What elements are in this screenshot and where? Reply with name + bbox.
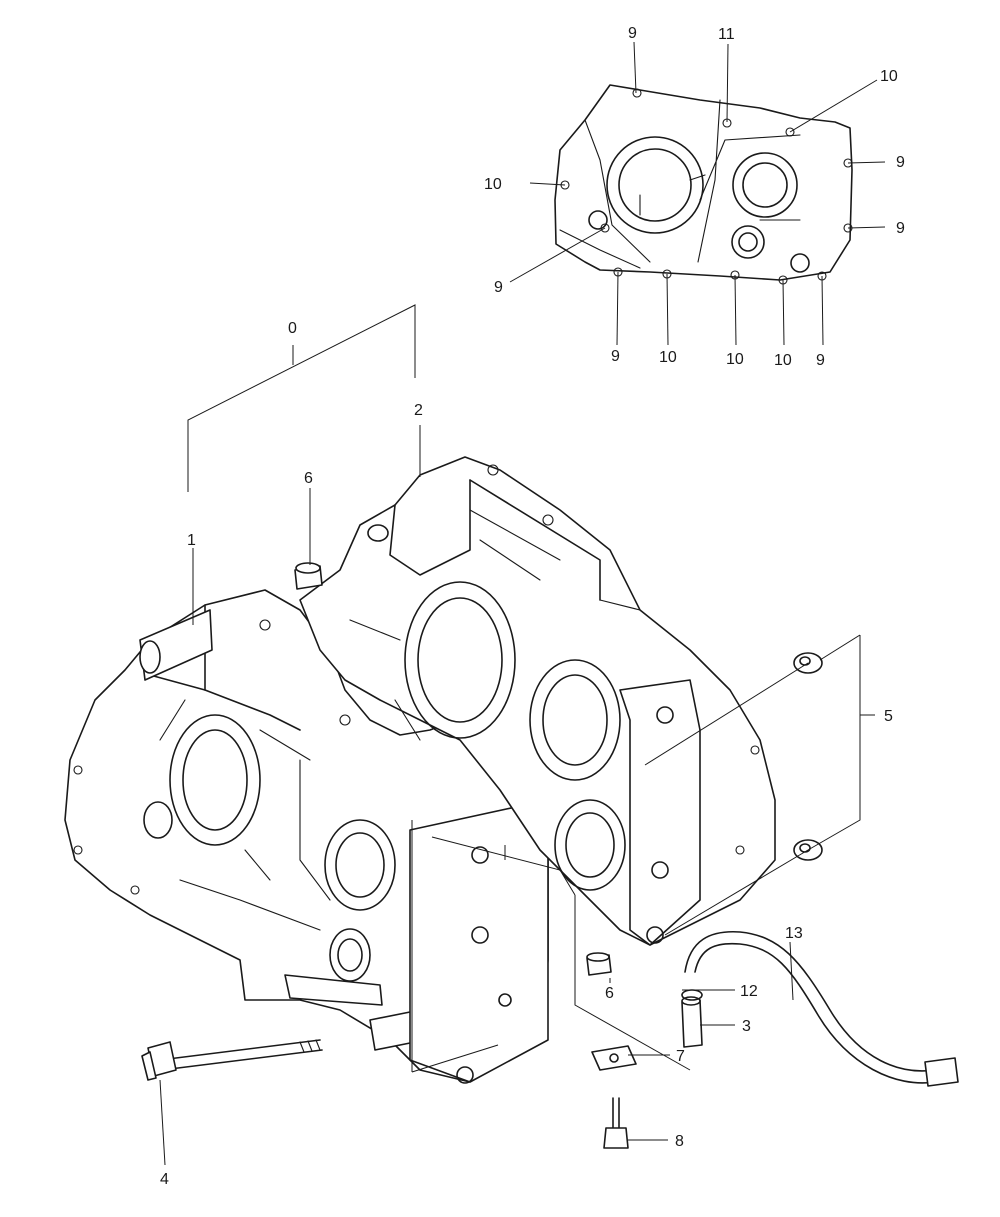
callout-12: 12 — [740, 983, 758, 1000]
oil-hose — [684, 930, 959, 1087]
oil-pipe — [681, 989, 703, 1048]
callout-9-left: 9 — [494, 279, 503, 296]
callout-10-bottom-1: 10 — [659, 349, 677, 366]
callout-labels: 0 1 2 3 4 5 6 6 7 8 9 9 9 9 9 9 10 10 10… — [160, 25, 905, 1188]
callout-9-top: 9 — [628, 25, 637, 42]
callout-9-bottom-left: 9 — [611, 348, 620, 365]
callout-6-upper: 6 — [304, 470, 313, 487]
callout-7: 7 — [676, 1048, 685, 1065]
callout-3: 3 — [742, 1018, 751, 1035]
callout-10-bottom-3: 10 — [774, 352, 792, 369]
callout-8: 8 — [675, 1133, 684, 1150]
dowel-pin-upper — [294, 562, 323, 590]
callout-10-left: 10 — [484, 176, 502, 193]
dowel-pin-lower — [586, 952, 612, 976]
callout-11: 11 — [718, 26, 735, 43]
crankcase-right-half — [299, 456, 776, 946]
inset-leader-lines — [509, 41, 886, 346]
inset-crankcase-view — [554, 84, 853, 285]
callout-1: 1 — [187, 532, 196, 549]
stud-bolt — [141, 1039, 323, 1081]
screw — [603, 1097, 629, 1149]
callout-9-right-upper: 9 — [896, 154, 905, 171]
crankcase-left-half — [64, 589, 549, 1084]
callout-10-bottom-2: 10 — [726, 351, 744, 368]
callout-5: 5 — [884, 708, 893, 725]
callout-0: 0 — [288, 320, 297, 337]
retaining-plate — [591, 1045, 637, 1071]
main-leader-lines — [159, 304, 875, 1166]
callout-6-lower: 6 — [605, 985, 614, 1002]
callout-4: 4 — [160, 1171, 169, 1188]
callout-9-bottom-right: 9 — [816, 352, 825, 369]
callout-9-right-lower: 9 — [896, 220, 905, 237]
callout-13: 13 — [785, 925, 803, 942]
callout-2: 2 — [414, 402, 423, 419]
callout-10-top-right: 10 — [880, 68, 898, 85]
